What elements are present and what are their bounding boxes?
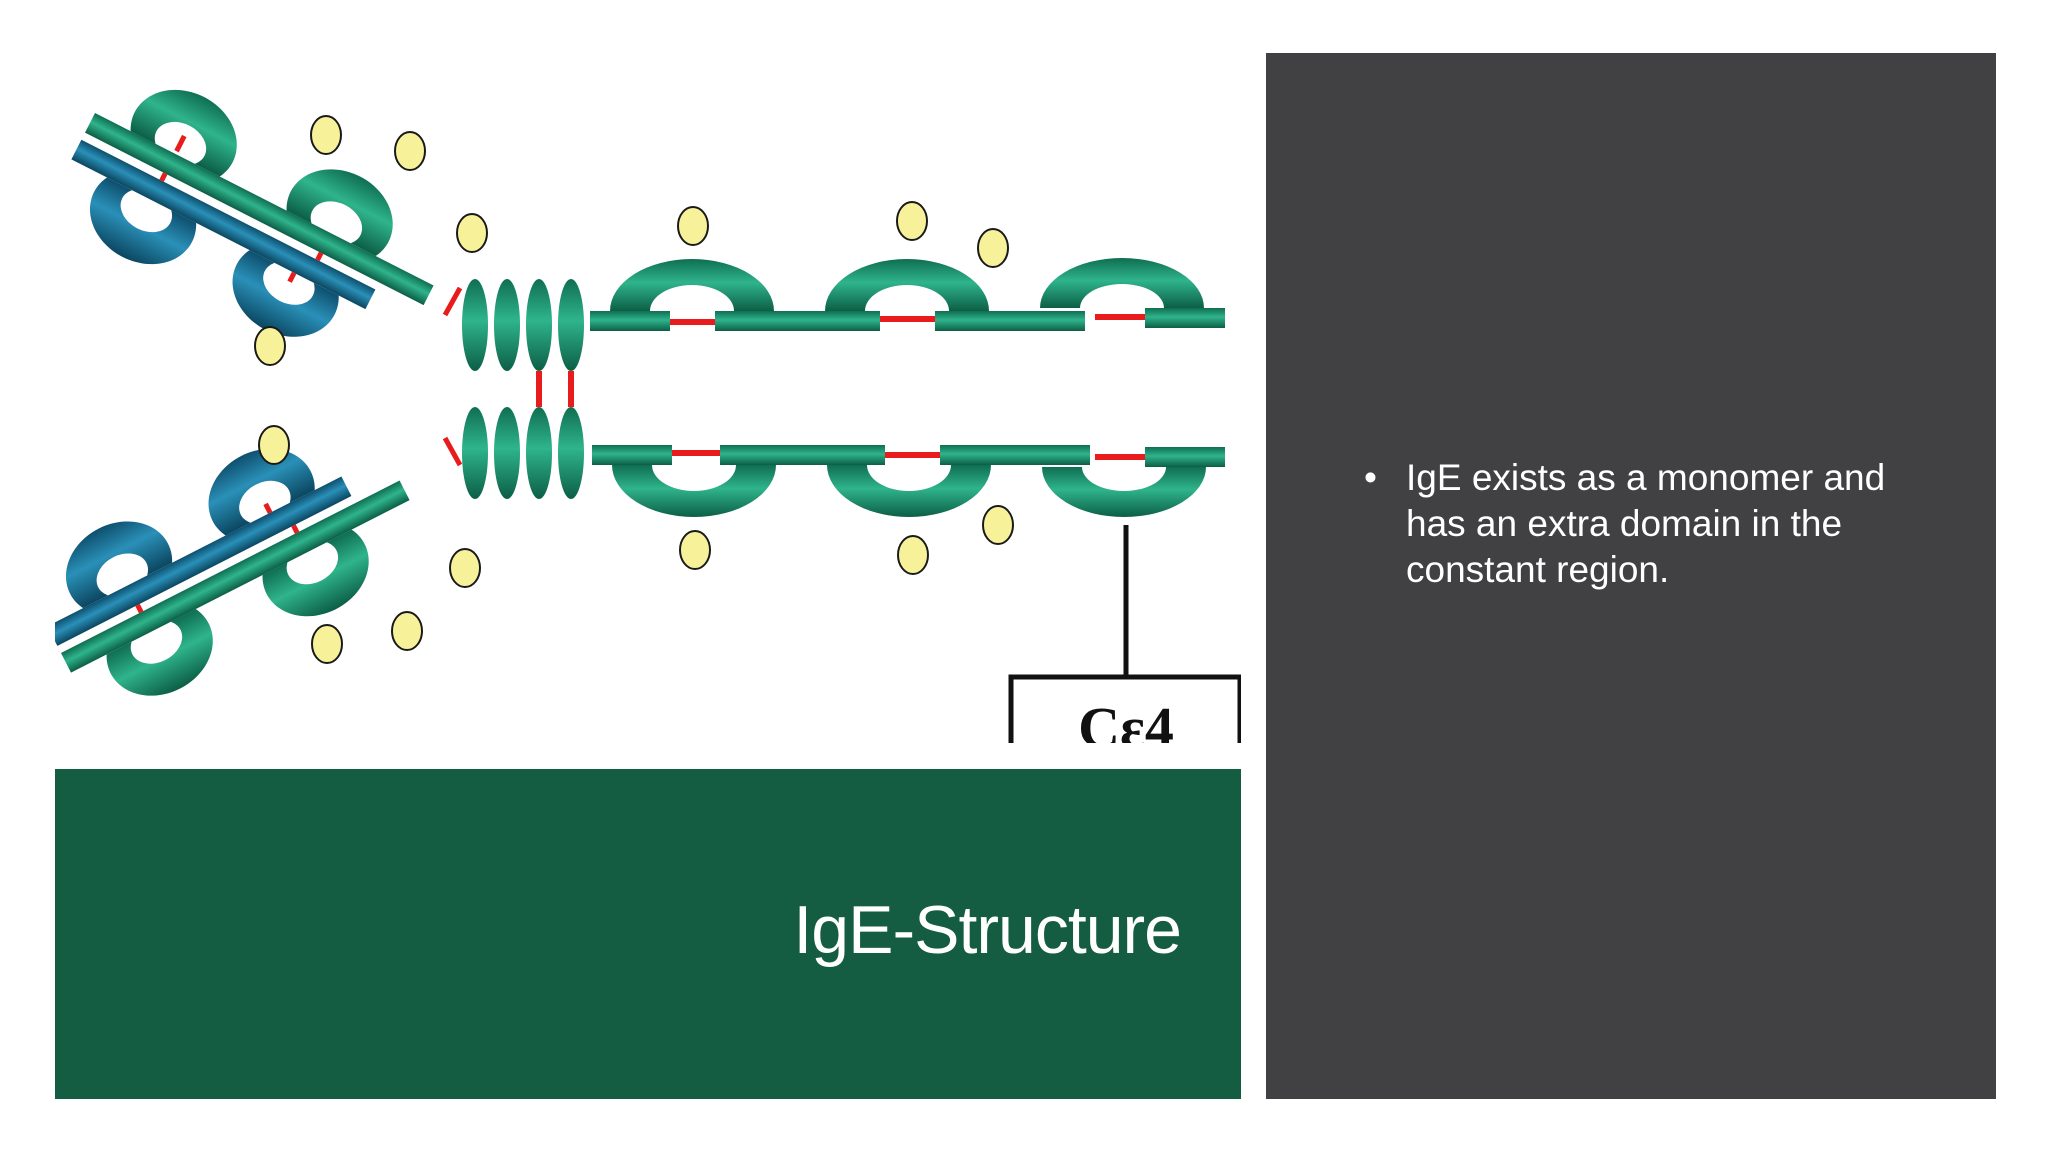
upper-fc-chain: [590, 258, 1225, 331]
title-panel: IgE-Structure: [55, 769, 1241, 1099]
ige-structure-diagram: Cε4: [55, 89, 1241, 743]
bullet-item: • IgE exists as a monomer and has an ext…: [1364, 455, 1924, 593]
carbohydrate-groups: [254, 115, 1014, 664]
ce4-callout: Cε4: [1008, 525, 1241, 743]
bullet-icon: •: [1364, 457, 1377, 498]
upper-fab-arm: [71, 89, 434, 337]
ce4-label: Cε4: [1078, 695, 1174, 743]
bullet-list: • IgE exists as a monomer and has an ext…: [1364, 455, 1924, 593]
slide-title: IgE-Structure: [793, 892, 1182, 968]
hinge-region: [442, 279, 584, 499]
content-panel: • IgE exists as a monomer and has an ext…: [1266, 53, 1996, 1099]
bullet-text: IgE exists as a monomer and has an extra…: [1406, 457, 1886, 590]
lower-fc-chain: [592, 445, 1225, 517]
lower-fab-arm: [55, 448, 410, 696]
